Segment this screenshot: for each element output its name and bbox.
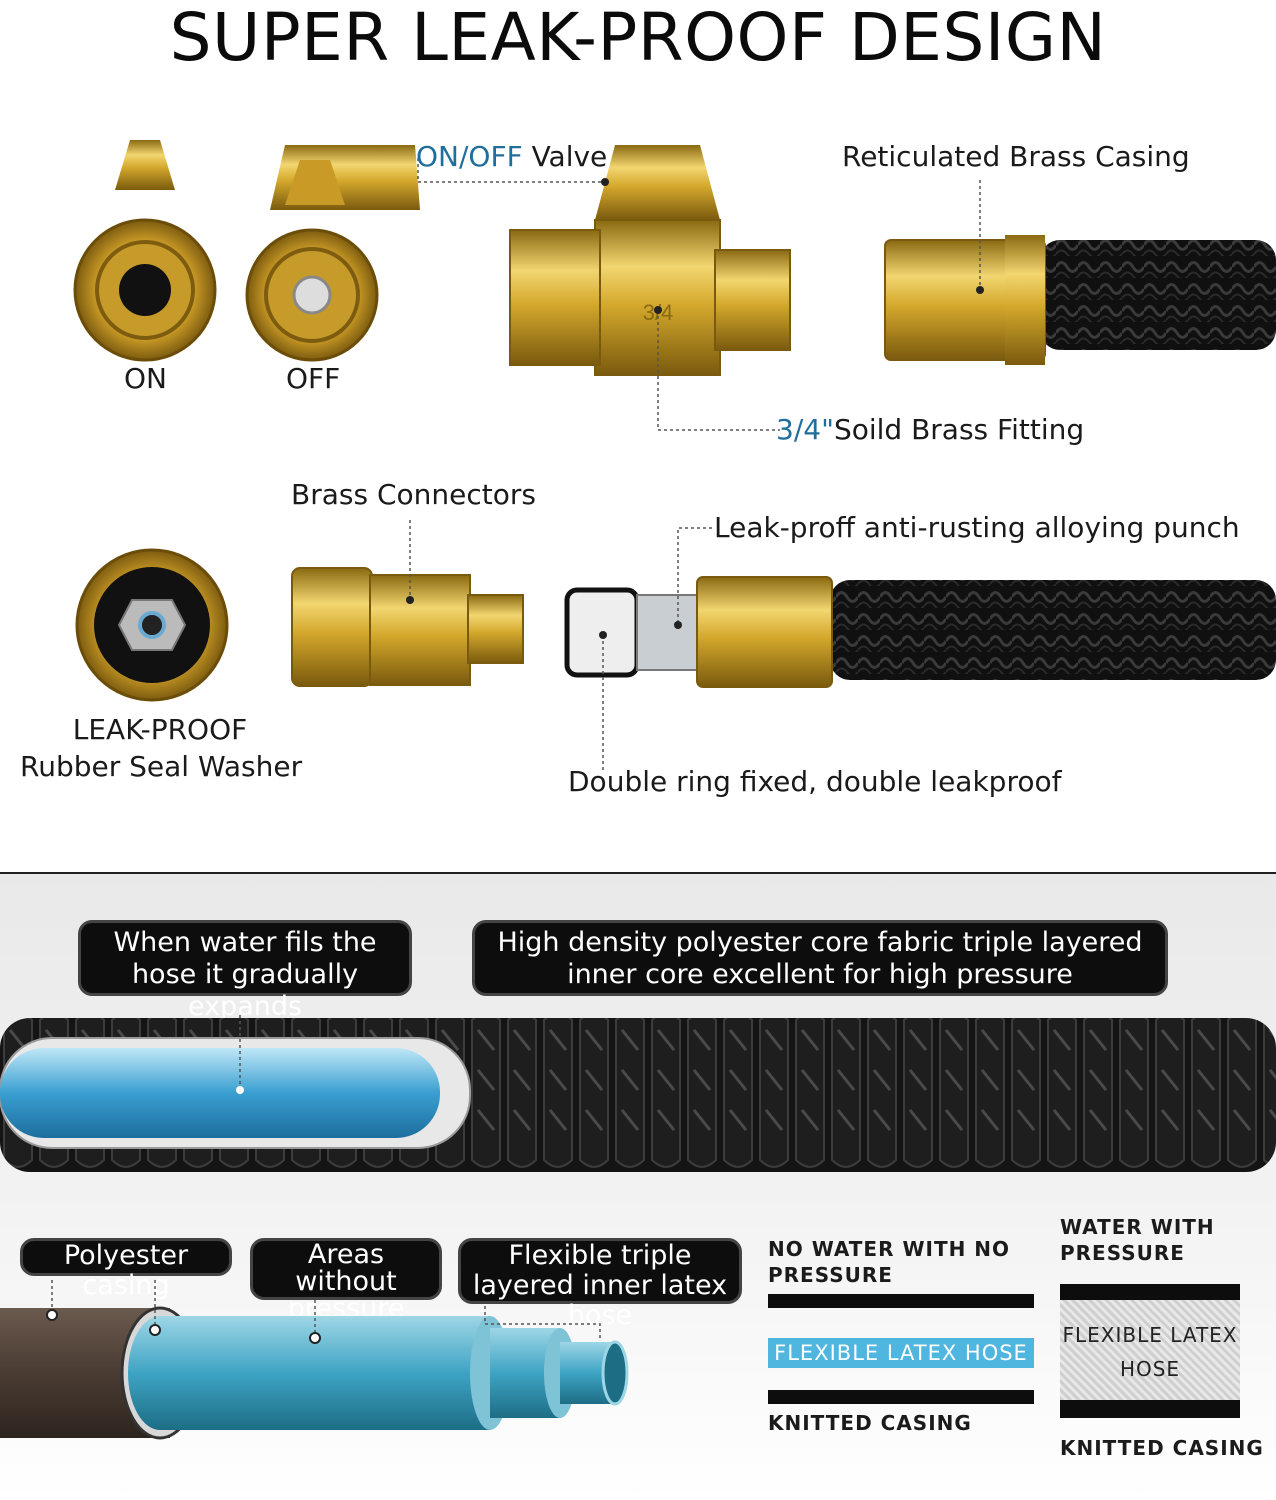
brass-connector-icon	[291, 567, 524, 687]
leak-punch-label: Leak-proff anti-rusting alloying punch	[714, 511, 1240, 544]
hose-with-punch-icon	[564, 576, 1276, 688]
double-ring-label: Double ring fixed, double leakproof	[568, 765, 1062, 798]
off-label: OFF	[286, 362, 341, 395]
valve-leader	[417, 158, 605, 183]
washer-label-line2: Rubber Seal Washer	[20, 750, 303, 783]
expanded-hose-illustration	[0, 1015, 1276, 1172]
with-water-casing-bar-top	[1060, 1284, 1240, 1300]
valve-label-prefix: ON/OFF	[416, 140, 523, 173]
fitting-label: 3/4"Soild Brass Fitting	[776, 413, 1084, 447]
washer-label-line1: LEAK-PROOF	[72, 713, 248, 746]
fitting-leader	[657, 310, 780, 431]
brass-connectors-label: Brass Connectors	[291, 478, 536, 511]
on-label: ON	[124, 362, 167, 395]
core-callout: High density polyester core fabric tripl…	[472, 920, 1168, 996]
expands-callout: When water fils the hose it gradually ex…	[78, 920, 412, 1022]
with-water-heading: WATER WITH PRESSURE	[1060, 1215, 1215, 1265]
on-valve-icon	[73, 140, 217, 362]
rubber-washer-icon	[75, 548, 229, 702]
fitting-label-suffix: Soild Brass Fitting	[833, 413, 1085, 446]
with-water-casing-bar-bottom	[1060, 1400, 1240, 1418]
fitting-label-prefix: 3/4"	[776, 413, 834, 446]
with-water-latex-block: FLEXIBLE LATEX HOSE	[1060, 1300, 1240, 1400]
no-water-latex-bar: FLEXIBLE LATEX HOSE	[768, 1338, 1034, 1368]
page-title: SUPER LEAK-PROOF DESIGN	[169, 0, 1107, 76]
with-water-casing-label: KNITTED CASING	[1060, 1436, 1264, 1460]
areas-callout: Areas without pressure	[250, 1238, 442, 1322]
brass-casing-label: Reticulated Brass Casing	[842, 140, 1190, 173]
flexible-callout: Flexible triple layered inner latex hose	[458, 1238, 742, 1331]
off-valve-icon	[245, 145, 420, 362]
valve-label: ON/OFF Valve	[416, 140, 607, 174]
no-water-casing-bar-bottom	[768, 1390, 1034, 1404]
ball-valve-icon: 3/4	[509, 145, 791, 376]
layered-hose-illustration	[0, 1280, 629, 1440]
no-water-casing-bar-top	[768, 1294, 1034, 1308]
valve-label-suffix: Valve	[522, 140, 608, 173]
polyester-casing-callout: Polyester casing	[20, 1238, 232, 1301]
no-water-heading: NO WATER WITH NO PRESSURE	[768, 1237, 1011, 1287]
hose-end-icon	[884, 235, 1276, 365]
no-water-casing-label: KNITTED CASING	[768, 1411, 972, 1435]
punch-leader	[677, 527, 712, 625]
product-illustration: 3/4	[73, 140, 1276, 770]
